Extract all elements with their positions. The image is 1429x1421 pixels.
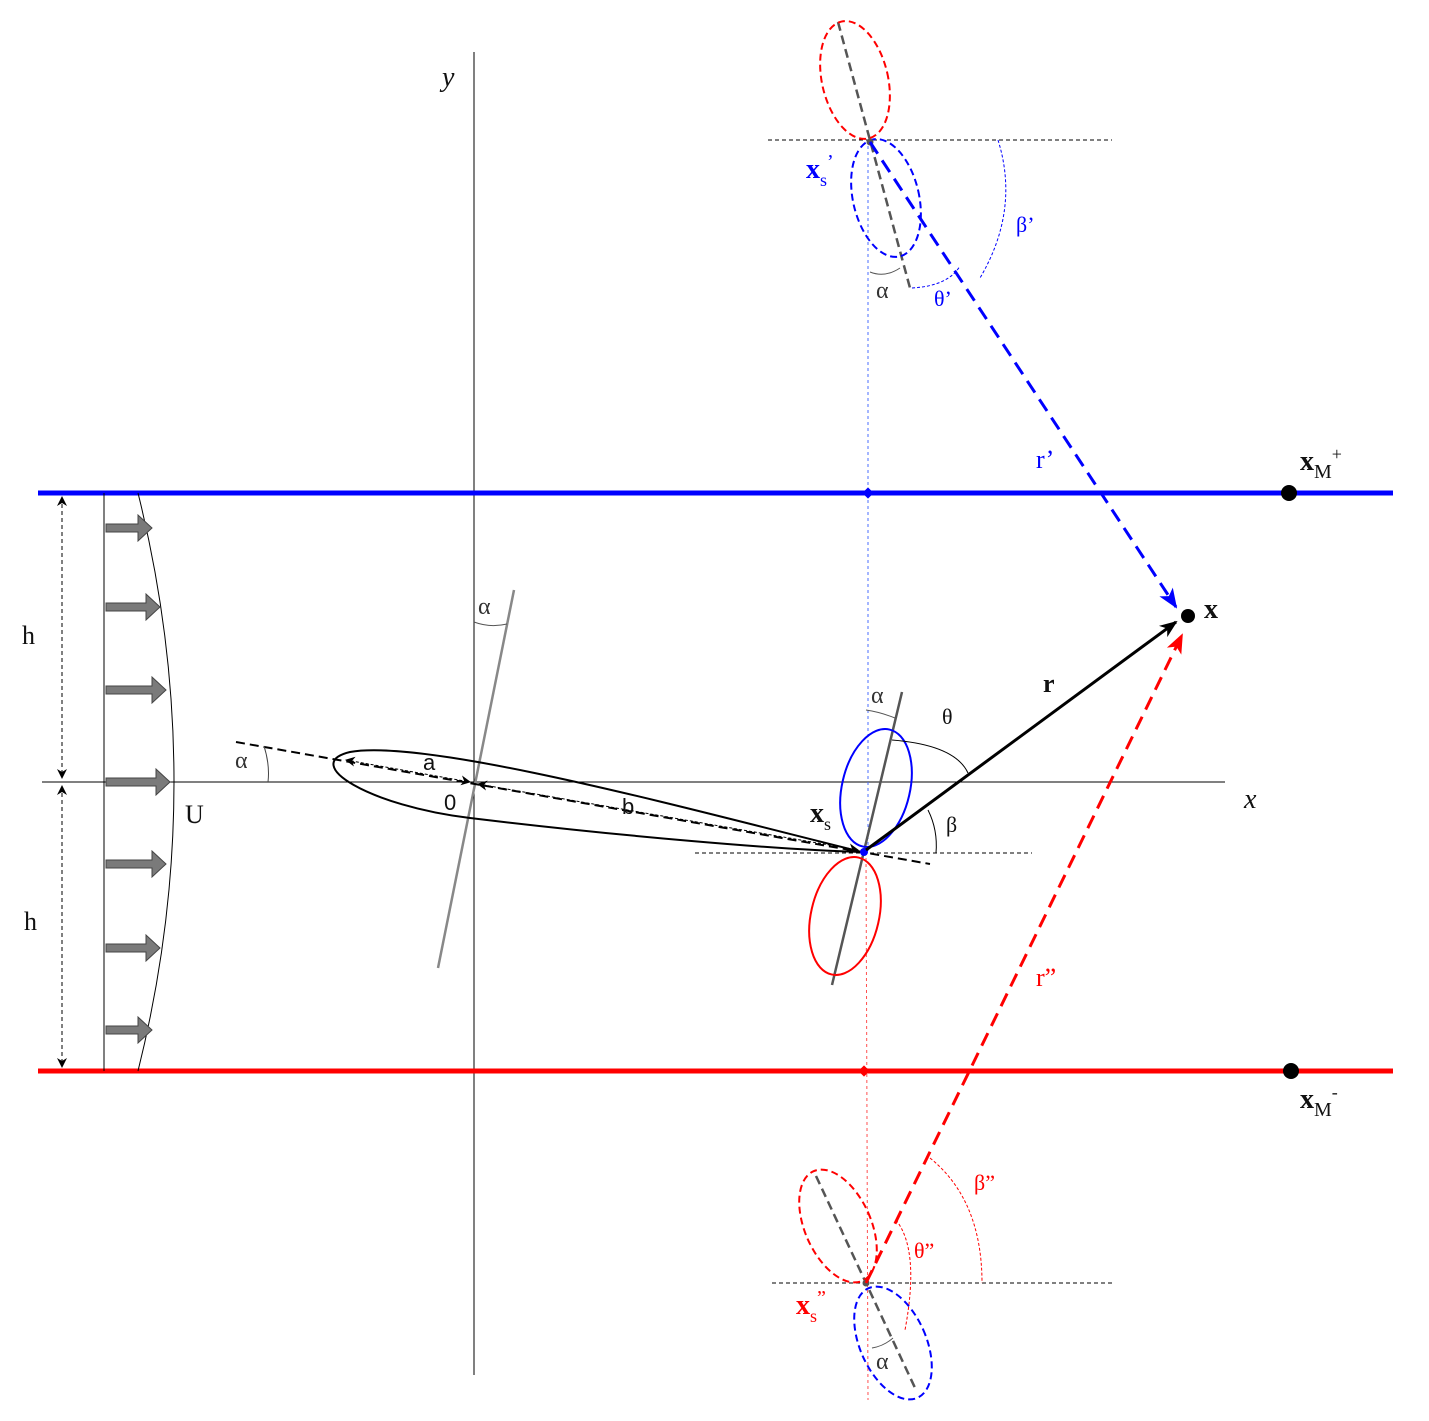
- mic-upper-label: xM+: [1300, 444, 1342, 483]
- lower-image-lobe-blue: [853, 1285, 933, 1401]
- wing-ellipse: [332, 749, 863, 853]
- b-dimension: [477, 780, 859, 854]
- theta-prime-arc: [911, 265, 961, 289]
- origin-label: 0: [444, 790, 456, 815]
- flow-arrow-icon: [105, 767, 171, 797]
- alpha-wing-label: α: [235, 748, 248, 774]
- theta-arc: [891, 739, 969, 774]
- alpha-arc-upper-image: [869, 267, 901, 275]
- h-upper-label: h: [22, 621, 35, 650]
- r-dprime-vector: [864, 633, 1184, 1284]
- beta-prime-arc: [979, 139, 1007, 279]
- vertical-guide-lower: [865, 851, 869, 1401]
- flow-arrow-icon: [105, 1015, 153, 1045]
- flow-arrow-icon: [105, 513, 153, 543]
- beta-dprime-label: β”: [974, 1170, 995, 1195]
- upper-image-lobe-red: [819, 20, 891, 140]
- a-label: a: [423, 750, 436, 775]
- x-axis-label: x: [1243, 784, 1257, 815]
- r-prime-label: r’: [1036, 445, 1054, 474]
- b-label: b: [622, 794, 634, 819]
- alpha-source-label: α: [871, 683, 884, 709]
- beta-dprime-arc: [929, 1157, 983, 1284]
- a-dimension: [345, 756, 471, 786]
- wall-crossing-marker-lower: [858, 1065, 870, 1077]
- beta-label: β: [946, 812, 957, 837]
- theta-dprime-arc: [895, 1219, 912, 1331]
- source-lobe-upper: [839, 728, 913, 848]
- theta-dprime-label: θ”: [914, 1238, 934, 1263]
- observer-point: [1181, 609, 1195, 623]
- upper-image-lobe-blue: [850, 138, 922, 258]
- alpha-upper-image-label: α: [876, 278, 889, 304]
- mic-upper-point: [1281, 485, 1297, 501]
- alpha-arc-lower-image: [871, 1337, 894, 1349]
- r-prime-vector: [868, 141, 1178, 609]
- velocity-profile-curve: [137, 492, 175, 1072]
- alpha-axis-label: α: [478, 594, 491, 620]
- alpha-lower-image-label: α: [876, 1349, 889, 1375]
- chord-line: [235, 741, 931, 865]
- inclined-axis-source: [830, 691, 904, 986]
- flow-arrow-icon: [105, 675, 167, 705]
- alpha-arc-origin: [473, 621, 508, 627]
- flow-speed-label: U: [185, 800, 204, 829]
- wall-crossing-marker-upper: [862, 487, 874, 499]
- theta-prime-label: θ’: [934, 286, 952, 311]
- r-dprime-label: r”: [1036, 963, 1056, 992]
- flow-arrows: [105, 513, 171, 1045]
- alpha-arc-source: [865, 709, 896, 719]
- inclined-axis-upper-image: [836, 21, 912, 289]
- beta-arc: [927, 809, 937, 854]
- alpha-arc-wing: [263, 745, 269, 783]
- flow-arrow-icon: [105, 933, 161, 963]
- source-main-label: xs: [810, 798, 831, 834]
- source-upper-label: xs’: [806, 151, 834, 190]
- source-lower-label: xs”: [796, 1287, 826, 1326]
- beta-prime-label: β’: [1016, 212, 1035, 237]
- lower-image-lobe-red: [798, 1168, 878, 1284]
- y-axis-label: y: [439, 62, 455, 93]
- theta-label: θ: [942, 704, 953, 729]
- source-lobe-lower: [808, 856, 882, 976]
- mic-lower-point: [1283, 1063, 1299, 1079]
- r-vector: [865, 620, 1178, 852]
- r-label: r: [1043, 669, 1055, 698]
- mic-lower-label: xM-: [1300, 1082, 1338, 1121]
- inclined-axis-origin: [436, 589, 516, 969]
- flow-arrow-icon: [105, 592, 161, 622]
- observer-label: x: [1204, 594, 1218, 625]
- flow-arrow-icon: [105, 849, 167, 879]
- h-lower-label: h: [24, 907, 37, 936]
